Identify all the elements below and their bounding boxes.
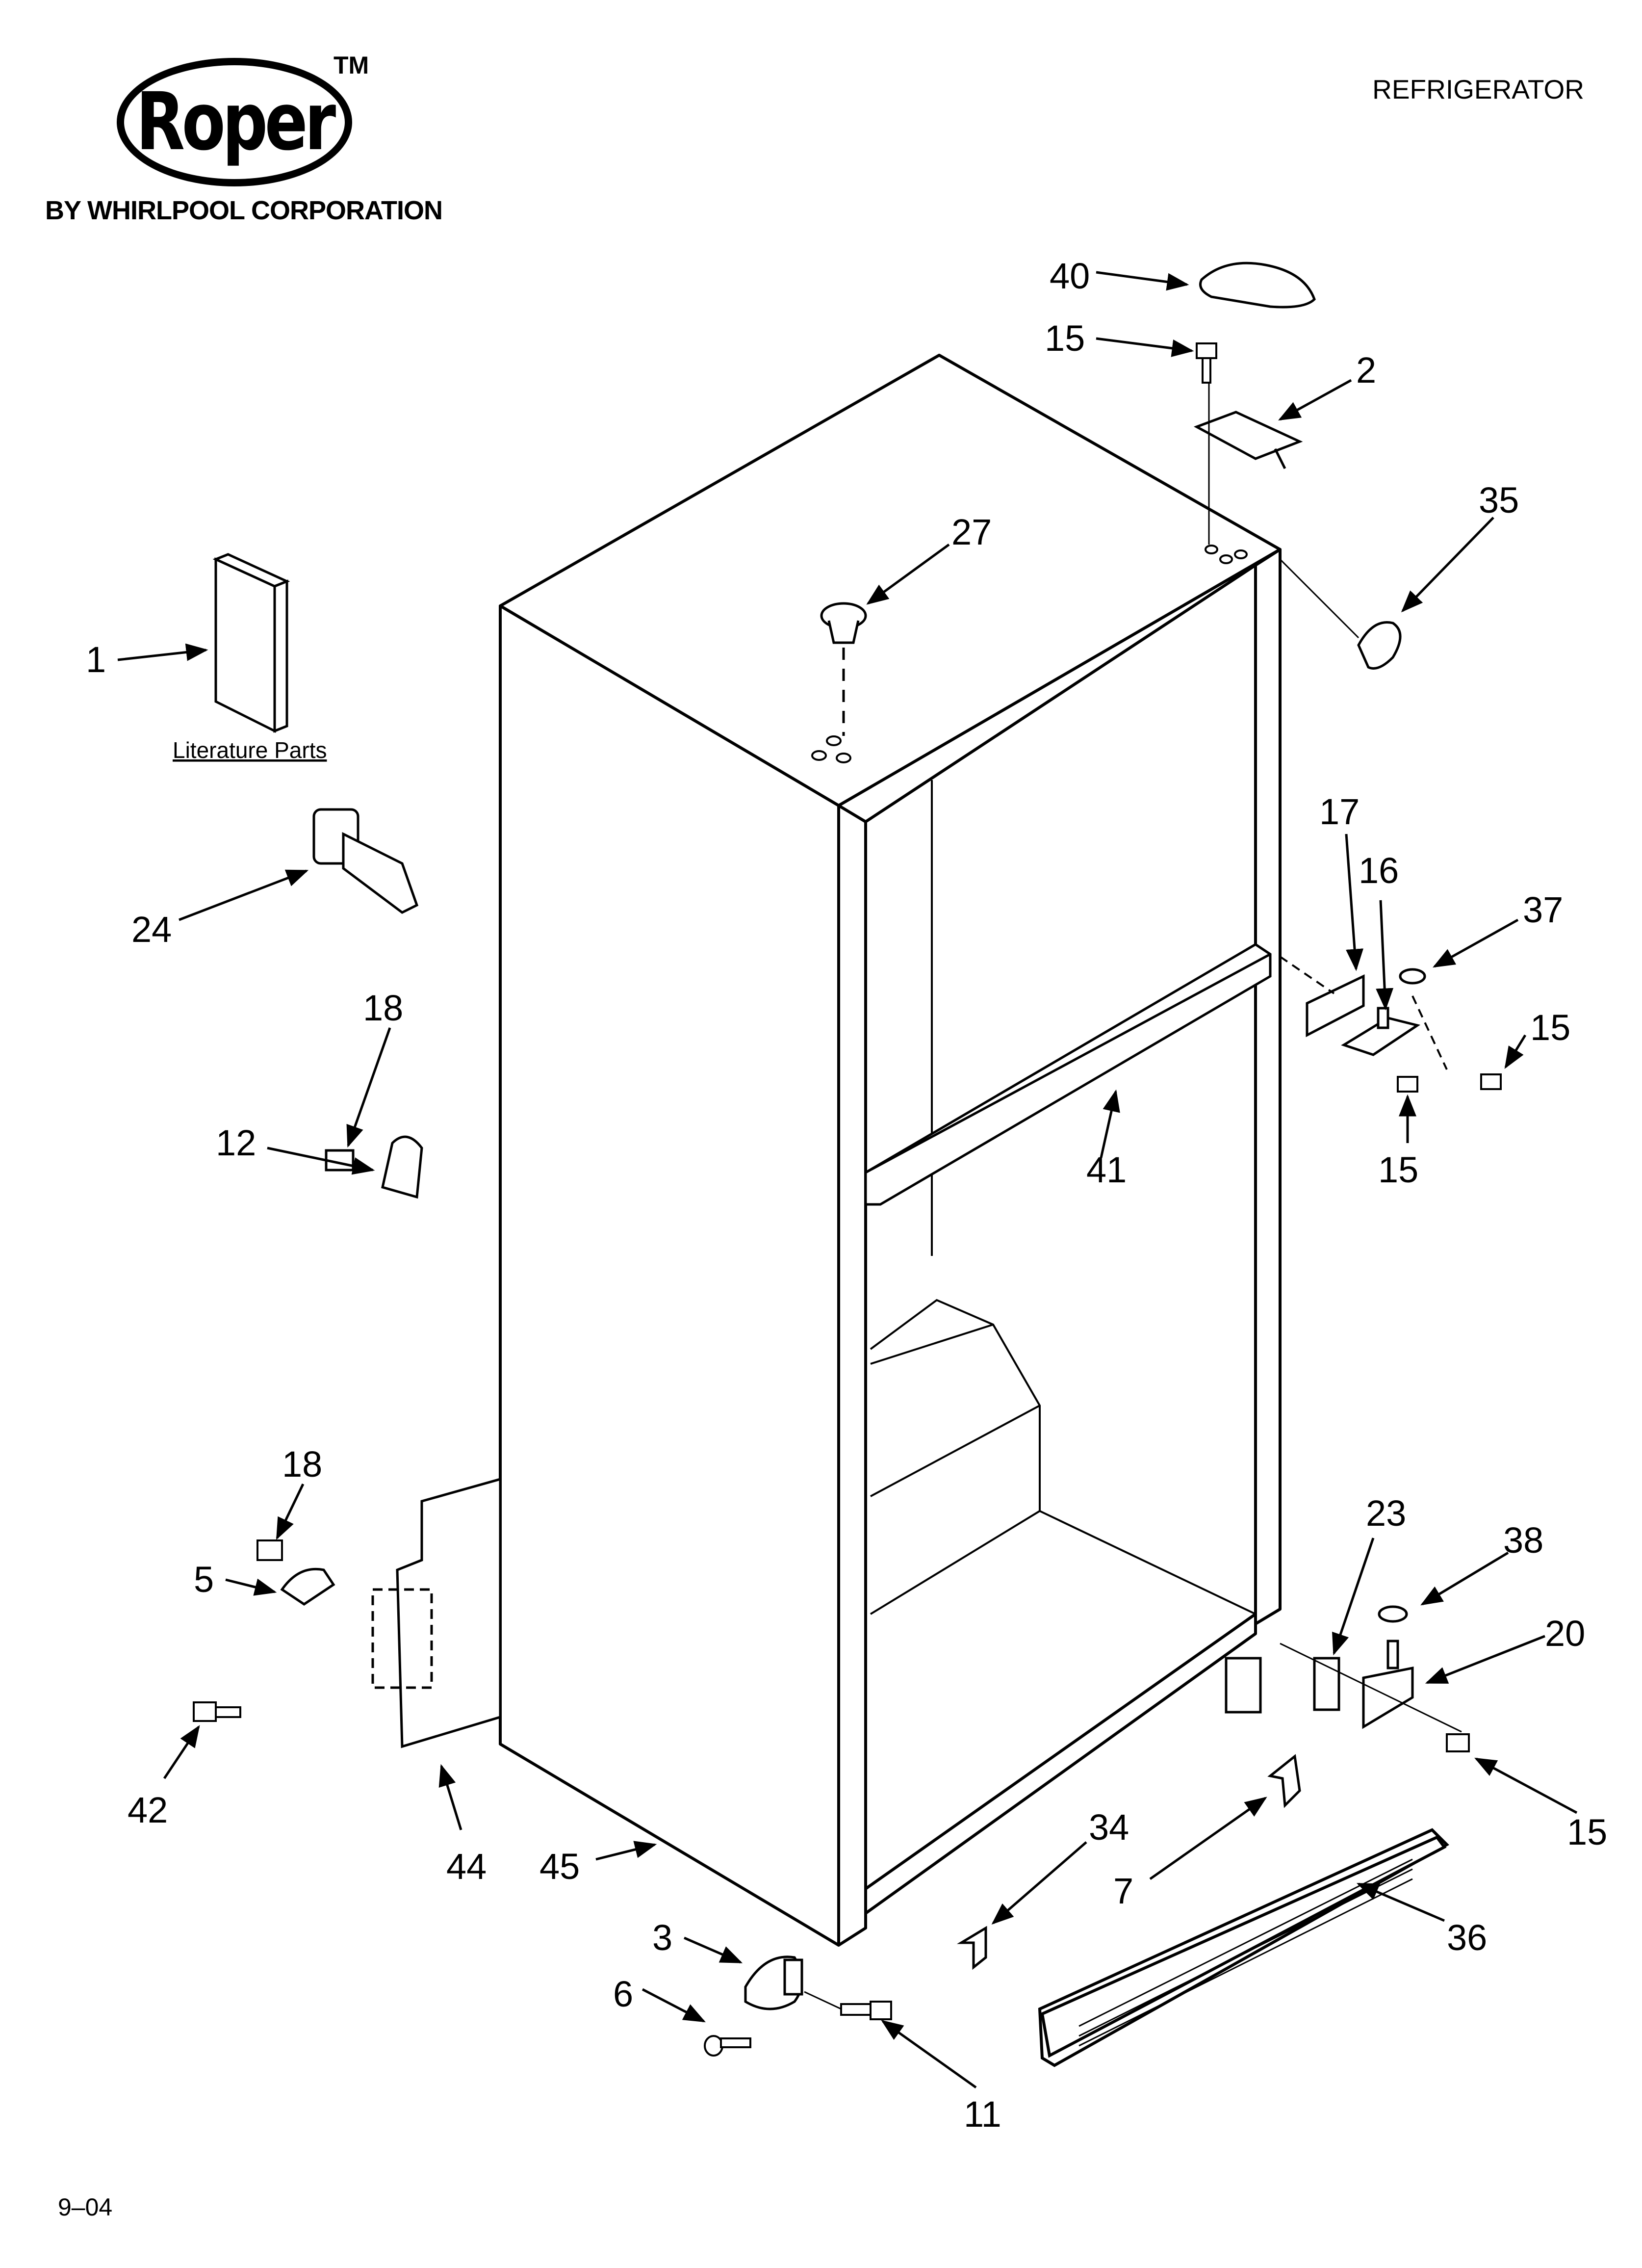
roper-logo: Roper xyxy=(136,76,336,168)
part-38-washer xyxy=(1378,1605,1408,1623)
cabinet-hinge-mount xyxy=(1225,1657,1262,1714)
part-15-screw-top xyxy=(1196,342,1217,384)
brand-byline: BY WHIRLPOOL CORPORATION xyxy=(45,196,443,225)
part-6-screw xyxy=(704,2035,751,2057)
leader-arrows xyxy=(117,271,1578,2089)
callout-18: 18 xyxy=(282,1444,322,1485)
callout-35: 35 xyxy=(1479,480,1519,521)
trademark-mark: TM xyxy=(334,52,369,79)
part-5-clamp xyxy=(280,1567,335,1606)
part-40-cover xyxy=(1199,261,1316,309)
part-2-top-hinge xyxy=(1193,411,1303,469)
part-35-cap xyxy=(1357,621,1402,670)
callout-7: 7 xyxy=(1113,1871,1133,1911)
literature-parts-label: Literature Parts xyxy=(173,737,327,763)
callout-18: 18 xyxy=(363,988,403,1028)
part-34-clip xyxy=(956,1926,987,1970)
footer-code: 9–04 xyxy=(58,2193,113,2221)
callout-6: 6 xyxy=(613,1974,633,2014)
callout-5: 5 xyxy=(194,1559,214,1600)
callout-41: 41 xyxy=(1086,1149,1127,1190)
callout-15: 15 xyxy=(1530,1007,1570,1048)
part-18-screw-lower xyxy=(257,1539,283,1561)
callout-40: 40 xyxy=(1050,256,1090,296)
callout-3: 3 xyxy=(652,1917,672,1958)
callout-labels: 40 15 2 35 27 1 24 18 12 17 16 37 15 15 … xyxy=(86,256,1607,2135)
page-title: REFRIGERATOR xyxy=(1372,74,1584,104)
callout-15: 15 xyxy=(1045,318,1085,359)
callout-23: 23 xyxy=(1366,1493,1406,1534)
part-3-leveler xyxy=(744,1955,803,2010)
callout-17: 17 xyxy=(1319,791,1360,832)
callout-12: 12 xyxy=(216,1122,256,1163)
callout-24: 24 xyxy=(131,909,172,950)
cabinet-top-holes xyxy=(811,545,1248,763)
part-24-pin xyxy=(312,808,419,914)
part-42-screw xyxy=(193,1701,241,1722)
part-17-hinge-plate xyxy=(1306,974,1365,1038)
callout-44: 44 xyxy=(446,1846,487,1887)
callout-45: 45 xyxy=(539,1846,580,1887)
callout-15: 15 xyxy=(1567,1812,1607,1852)
part-7-clip xyxy=(1267,1754,1301,1808)
part-37-washer xyxy=(1399,968,1426,985)
callout-37: 37 xyxy=(1523,889,1563,930)
callout-11: 11 xyxy=(964,2094,1001,2135)
callout-15: 15 xyxy=(1378,1149,1418,1190)
callout-16: 16 xyxy=(1359,850,1399,891)
part-20-bottom-hinge xyxy=(1362,1640,1414,1729)
part-12-bracket xyxy=(325,1135,423,1199)
part-36-toe-grille xyxy=(1038,1828,1449,2067)
callout-2: 2 xyxy=(1356,350,1376,391)
callout-20: 20 xyxy=(1545,1613,1585,1654)
part-16-hinge xyxy=(1341,1007,1421,1056)
callout-36: 36 xyxy=(1447,1917,1487,1958)
callout-1: 1 xyxy=(86,639,106,680)
divider-rail xyxy=(864,943,1272,1206)
part-44-panel xyxy=(371,1477,502,1748)
callout-42: 42 xyxy=(128,1790,168,1830)
callout-38: 38 xyxy=(1503,1520,1543,1561)
part-15-screw-lower xyxy=(1446,1733,1470,1752)
cabinet-shell xyxy=(499,354,1282,1947)
part-11-screw xyxy=(840,2001,892,2020)
part-27-plug xyxy=(820,602,867,644)
part-15-screws-middle xyxy=(1397,1073,1502,1093)
callout-27: 27 xyxy=(951,512,992,552)
literature-booklet xyxy=(212,553,290,733)
callout-34: 34 xyxy=(1089,1807,1129,1848)
